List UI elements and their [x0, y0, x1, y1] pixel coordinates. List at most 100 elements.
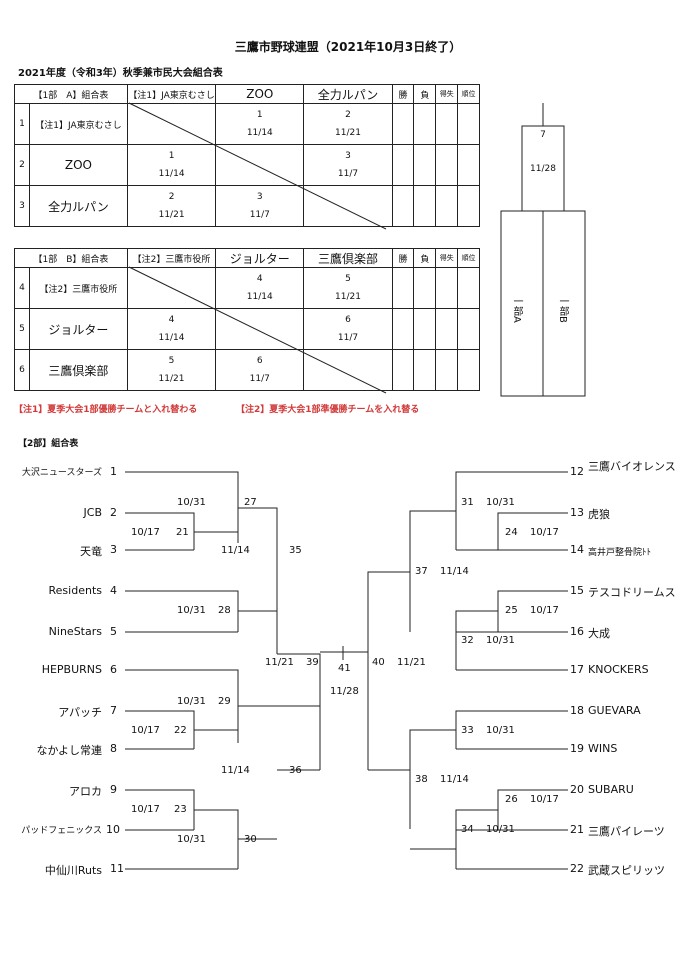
game-date: 11/14 [221, 765, 250, 776]
team-name: アパッチ [58, 706, 102, 719]
game-date: 10/31 [177, 696, 206, 707]
team-name: KNOCKERS [588, 663, 649, 676]
seed-number: 20 [570, 783, 584, 796]
seed-number: 21 [570, 823, 584, 836]
game-number: 36 [289, 765, 302, 776]
game-date: 10/17 [131, 804, 160, 815]
game-date: 11/14 [440, 566, 469, 577]
seed-number: 22 [570, 862, 584, 875]
group-b-col-3: 三鷹倶楽部 [303, 248, 393, 268]
team-name: ZOO [28, 144, 128, 186]
final-game-date: 11/28 [530, 164, 556, 174]
seed-number: 14 [570, 543, 584, 556]
team-name: 【注1】JA東京むさし [28, 103, 128, 145]
seed-number: 2 [110, 506, 117, 519]
game-number: 22 [174, 725, 187, 736]
team-name: 全力ルパン [28, 185, 128, 227]
team-name: 高井戸整骨院ﾄﾄ [588, 548, 652, 558]
team-name: 中仙川Ruts [44, 864, 102, 877]
group-b-col-2: ジョルター [215, 248, 305, 268]
page-subtitle: 2021年度（令和3年）秋季兼市民大会組合表 [18, 68, 223, 79]
seed-number: 15 [570, 584, 584, 597]
team-name: 三鷹倶楽部 [28, 349, 128, 391]
game-date: 10/17 [530, 527, 559, 538]
seed-number: 11 [110, 862, 124, 875]
seed-number: 18 [570, 704, 584, 717]
game-number: 23 [174, 804, 187, 815]
game-number: 27 [244, 497, 257, 508]
game-date: 10/31 [486, 725, 515, 736]
game-number: 30 [244, 834, 257, 845]
loss-header: 負 [413, 248, 437, 268]
team-name: なかよし常連 [36, 744, 102, 757]
seed-number: 13 [570, 506, 584, 519]
game-number: 21 [176, 527, 189, 538]
game-number: 37 [415, 566, 428, 577]
game-date: 11/21 [265, 657, 294, 668]
game-date: 10/17 [530, 794, 559, 805]
note-1: 【注1】夏季大会1部優勝チームと入れ替わる [14, 405, 198, 415]
game-number: 35 [289, 545, 302, 556]
game-date: 10/31 [177, 605, 206, 616]
group-b-table: 【1部 B】組合表 【注2】三鷹市役所 ジョルター 三鷹倶楽部 勝 負 得失 順… [14, 248, 480, 391]
game-number: 31 [461, 497, 474, 508]
team-name: 三鷹パイレーツ [588, 825, 665, 838]
game-date: 10/31 [486, 824, 515, 835]
seed-number: 4 [110, 584, 117, 597]
game-number: 29 [218, 696, 231, 707]
team-name: WINS [588, 742, 618, 755]
game-number: 32 [461, 635, 474, 646]
game-date: 10/17 [131, 527, 160, 538]
team-name: 大成 [588, 627, 610, 640]
section-2-title: 【2部】組合表 [18, 439, 79, 449]
seed-number: 9 [110, 783, 117, 796]
row-number: 3 [14, 185, 30, 227]
group-a-table: 【1部 A】組合表 【注1】JA東京むさし ZOO 全力ルパン 勝 負 得失 順… [14, 84, 480, 227]
seed-number: 6 [110, 663, 117, 676]
team-name: テスコドリームス [588, 586, 676, 599]
game-number: 38 [415, 774, 428, 785]
game-date: 10/31 [486, 497, 515, 508]
game-date: 11/14 [221, 545, 250, 556]
team-name: アロカ [69, 785, 102, 798]
empty-cell [215, 144, 305, 186]
game-date: 10/31 [177, 497, 206, 508]
team-name: 虎狼 [588, 508, 610, 521]
empty-cell [303, 185, 393, 227]
game-number: 34 [461, 824, 474, 835]
team-name: GUEVARA [588, 704, 641, 717]
team-name: 大沢ニュースターズ [21, 468, 102, 478]
team-name: NineStars [48, 625, 102, 638]
game-date: 10/31 [486, 635, 515, 646]
game-date: 11/21 [397, 657, 426, 668]
game-number: 28 [218, 605, 231, 616]
seed-number: 1 [110, 465, 117, 478]
final-game-number: 7 [540, 130, 546, 140]
team-name: 【注2】三鷹市役所 [28, 267, 128, 309]
seed-number: 17 [570, 663, 584, 676]
seed-number: 3 [110, 543, 117, 556]
game-number: 24 [505, 527, 518, 538]
game-number: 39 [306, 657, 319, 668]
team-name: Residents [48, 584, 102, 597]
game-number: 33 [461, 725, 474, 736]
seed-number: 10 [106, 823, 120, 836]
seed-number: 7 [110, 704, 117, 717]
seed-number: 5 [110, 625, 117, 638]
game-number: 26 [505, 794, 518, 805]
team-name: HEPBURNS [41, 663, 102, 676]
seed-number: 19 [570, 742, 584, 755]
note-2: 【注2】夏季大会1部準優勝チームを入れ替る [236, 405, 420, 415]
final-b-label: 一部B [557, 296, 568, 323]
game-date: 10/17 [131, 725, 160, 736]
group-a-col-2: ZOO [215, 84, 305, 104]
game-number: 40 [372, 657, 385, 668]
final-a-label: 一部A [511, 296, 522, 323]
